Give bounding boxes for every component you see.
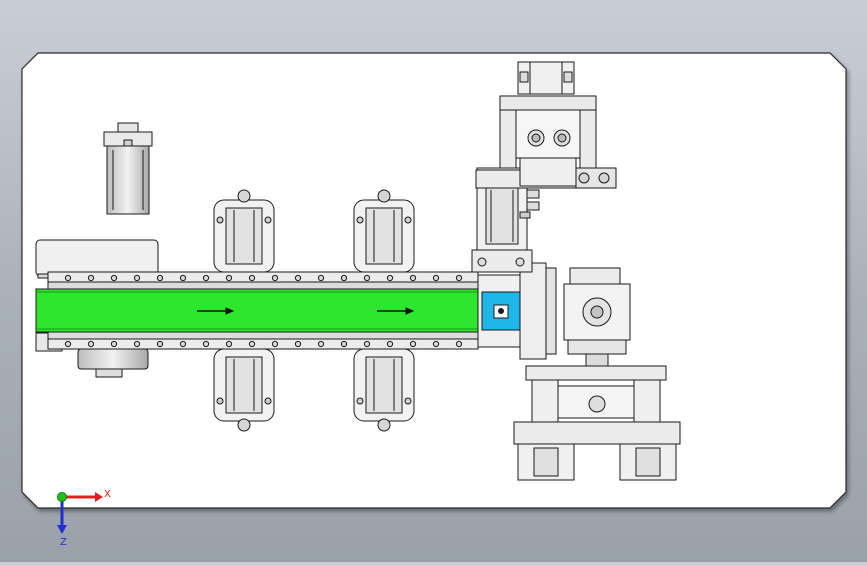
side-guide-clamps bbox=[213, 189, 415, 432]
drive-motor-bottom bbox=[77, 348, 149, 378]
bolt bbox=[363, 340, 371, 348]
bolt bbox=[156, 340, 164, 348]
bolt bbox=[294, 274, 302, 282]
bolt bbox=[110, 340, 118, 348]
side-guide-clamp bbox=[213, 189, 275, 273]
bolt bbox=[202, 274, 210, 282]
bolt bbox=[432, 340, 440, 348]
bolt bbox=[133, 340, 141, 348]
bolt bbox=[340, 274, 348, 282]
bolt bbox=[179, 340, 187, 348]
rotary-unit bbox=[563, 267, 631, 367]
triad-x-label: X bbox=[104, 489, 111, 500]
bolt bbox=[271, 274, 279, 282]
bolt bbox=[294, 340, 302, 348]
lift-base bbox=[513, 365, 681, 481]
bolt bbox=[133, 274, 141, 282]
belt-direction-arrow bbox=[377, 307, 415, 315]
bolt bbox=[248, 274, 256, 282]
bolt bbox=[432, 274, 440, 282]
bolt bbox=[455, 340, 463, 348]
bolt bbox=[340, 340, 348, 348]
bolt bbox=[409, 274, 417, 282]
coordinate-triad: X Z bbox=[57, 489, 111, 548]
gripper-head-top bbox=[499, 61, 617, 189]
bolt bbox=[225, 340, 233, 348]
bolt bbox=[87, 274, 95, 282]
bolt bbox=[386, 274, 394, 282]
rail-bolts bbox=[64, 274, 463, 348]
bolt bbox=[156, 274, 164, 282]
bolt bbox=[179, 274, 187, 282]
belt-direction-arrow bbox=[197, 307, 235, 315]
bolt bbox=[202, 340, 210, 348]
triad-z-label: Z bbox=[60, 537, 67, 548]
bolt bbox=[386, 340, 394, 348]
bolt bbox=[271, 340, 279, 348]
assembly-drawing bbox=[35, 61, 681, 481]
side-guide-clamp bbox=[353, 348, 415, 432]
bolt bbox=[87, 340, 95, 348]
bolt bbox=[455, 274, 463, 282]
bolt bbox=[248, 340, 256, 348]
bolt bbox=[225, 274, 233, 282]
bolt bbox=[110, 274, 118, 282]
drive-motor-top bbox=[103, 122, 153, 215]
bolt bbox=[409, 340, 417, 348]
side-guide-clamp bbox=[213, 348, 275, 432]
bolt bbox=[363, 274, 371, 282]
bolt bbox=[64, 274, 72, 282]
bolt bbox=[317, 274, 325, 282]
bolt bbox=[317, 340, 325, 348]
bolt bbox=[64, 340, 72, 348]
transfer-station bbox=[471, 249, 557, 360]
side-guide-clamp bbox=[353, 189, 415, 273]
